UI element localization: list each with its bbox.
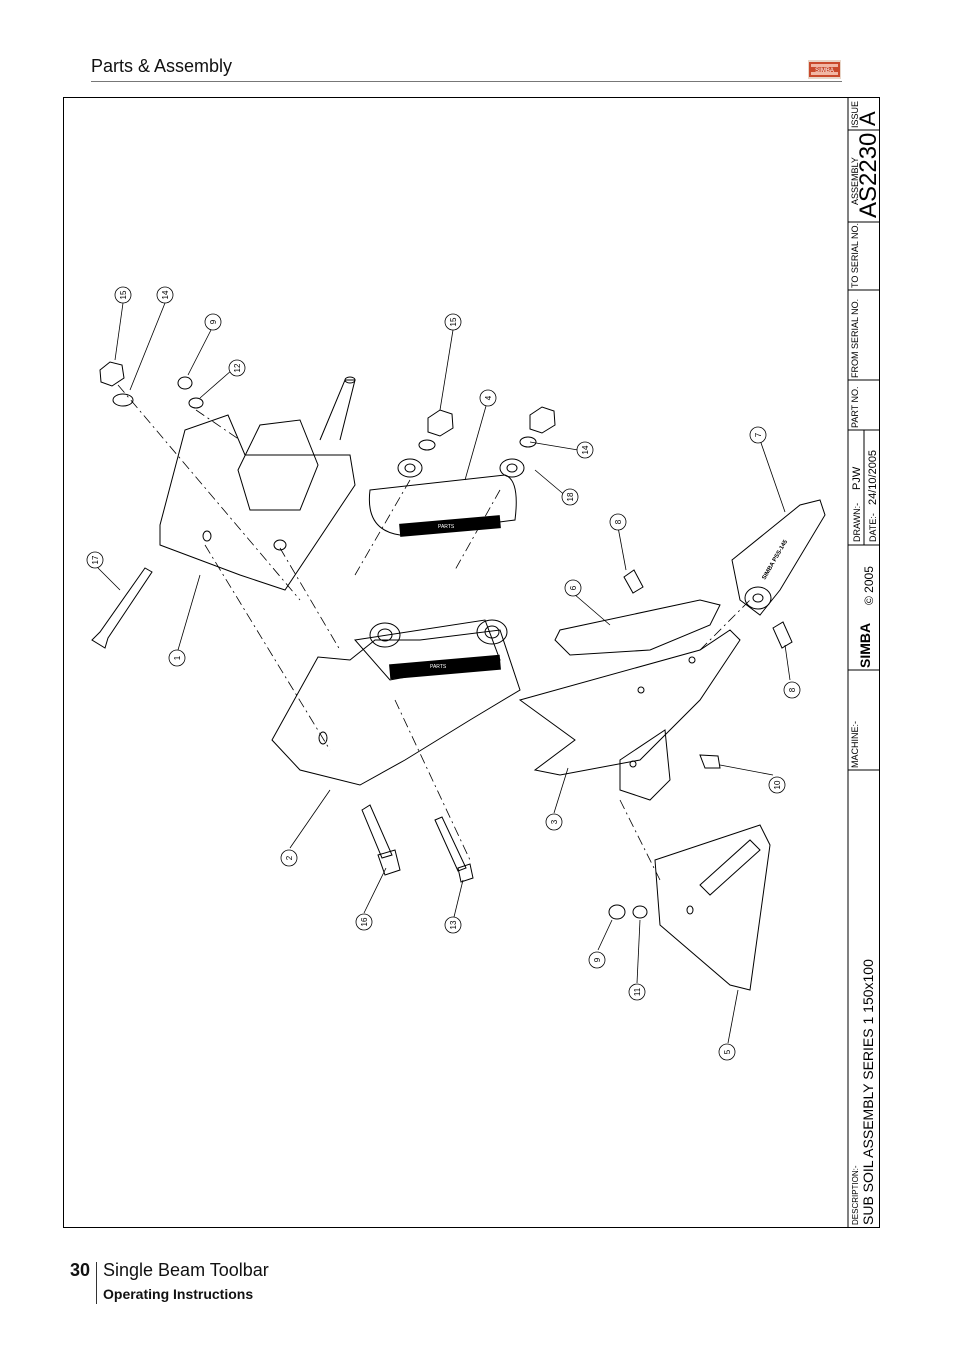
issue-label: ISSUE xyxy=(850,101,860,128)
footer-divider xyxy=(96,1262,97,1304)
part-stamp: PARTS xyxy=(430,664,447,670)
balloon xyxy=(444,916,462,934)
leg-point xyxy=(554,599,721,656)
balloon xyxy=(86,551,104,569)
issue-value: A xyxy=(855,111,880,126)
part-balloons: 15 14 9 12 15 4 14 18 7 17 1 8 6 8 2 3 1… xyxy=(86,286,801,1061)
balloon-number: 5 xyxy=(723,1049,732,1054)
page-number: 30 xyxy=(70,1260,91,1280)
balloon xyxy=(156,286,174,304)
balloon-number: 11 xyxy=(633,987,642,996)
to-serial-label: TO SERIAL NO. xyxy=(850,223,860,288)
balloon xyxy=(545,813,563,831)
simba-logo: SIMBA xyxy=(808,60,841,79)
logo-text: SIMBA xyxy=(815,68,834,74)
balloon-number: 18 xyxy=(566,492,575,501)
part-stamp: PARTS xyxy=(438,524,455,530)
balloon-number: 13 xyxy=(449,920,458,929)
balloon xyxy=(783,681,801,699)
balloon xyxy=(749,426,767,444)
shin-guard xyxy=(731,499,826,616)
balloon-number: 9 xyxy=(593,957,602,962)
balloon xyxy=(204,313,222,331)
balloon-number: 3 xyxy=(550,819,559,824)
balloon xyxy=(718,1043,736,1061)
balloon xyxy=(228,359,246,377)
balloon xyxy=(576,441,594,459)
manual-title: Single Beam Toolbar xyxy=(103,1260,269,1280)
brand-mark: SIMBA xyxy=(857,623,873,668)
balloon-number: 15 xyxy=(449,317,458,326)
description-label: DESCRIPTION:- xyxy=(851,1165,860,1225)
balloon-number: 2 xyxy=(285,855,294,860)
part-stamp: SIMBA PSS-145 xyxy=(762,539,790,581)
balloon-number: 8 xyxy=(788,687,797,692)
date-label: DATE:- xyxy=(868,513,878,542)
subsoil-leg xyxy=(518,629,741,776)
balloon xyxy=(168,649,186,667)
part-outlines xyxy=(91,361,826,991)
balloon-number: 14 xyxy=(581,445,590,454)
balloon xyxy=(444,313,462,331)
balloon-number: 7 xyxy=(754,432,763,437)
wing-plate xyxy=(654,824,771,991)
balloon-number: 6 xyxy=(569,585,578,590)
title-block xyxy=(847,98,880,1227)
balloon-number: 14 xyxy=(161,290,170,299)
leader-lines xyxy=(97,302,791,1044)
drawn-label: DRAWN:- xyxy=(852,503,862,542)
assembly-center-lines xyxy=(117,384,751,881)
balloon xyxy=(479,389,497,407)
machine-label: MACHINE:- xyxy=(850,721,860,768)
balloon xyxy=(564,579,582,597)
date-value: 24/10/2005 xyxy=(867,450,879,505)
page-section-title: Parts & Assembly xyxy=(91,56,233,76)
balloon-number: 8 xyxy=(614,519,623,524)
balloon xyxy=(588,951,606,969)
balloon-number: 4 xyxy=(484,395,493,400)
copyright: © 2005 xyxy=(862,566,876,605)
description-value: SUB SOIL ASSEMBLY SERIES 1 150x100 xyxy=(860,959,876,1225)
balloon xyxy=(355,913,373,931)
balloon-number: 12 xyxy=(233,363,242,372)
drawn-value: PJW xyxy=(851,466,863,490)
balloon xyxy=(561,488,579,506)
header-divider xyxy=(91,81,842,82)
balloon xyxy=(114,286,132,304)
leg-bracket-upper xyxy=(159,414,356,591)
balloon xyxy=(280,849,298,867)
part-no-label: PART NO. xyxy=(850,386,860,428)
balloon xyxy=(768,776,786,794)
balloon xyxy=(628,983,646,1001)
balloon xyxy=(609,513,627,531)
balloon-number: 1 xyxy=(173,655,182,660)
assembly-label: ASSEMBLY xyxy=(850,157,860,205)
assembly-number: AS2230 xyxy=(855,133,882,218)
drawing-frame xyxy=(63,97,880,1228)
leg-bracket-lower xyxy=(271,629,521,786)
from-serial-label: FROM SERIAL NO. xyxy=(850,299,860,378)
balloon-number: 16 xyxy=(360,917,369,926)
balloon-number: 10 xyxy=(773,780,782,789)
balloon-number: 15 xyxy=(119,290,128,299)
manual-subtitle: Operating Instructions xyxy=(103,1286,254,1302)
balloon-number: 9 xyxy=(209,319,218,324)
balloon-number: 17 xyxy=(91,555,100,564)
